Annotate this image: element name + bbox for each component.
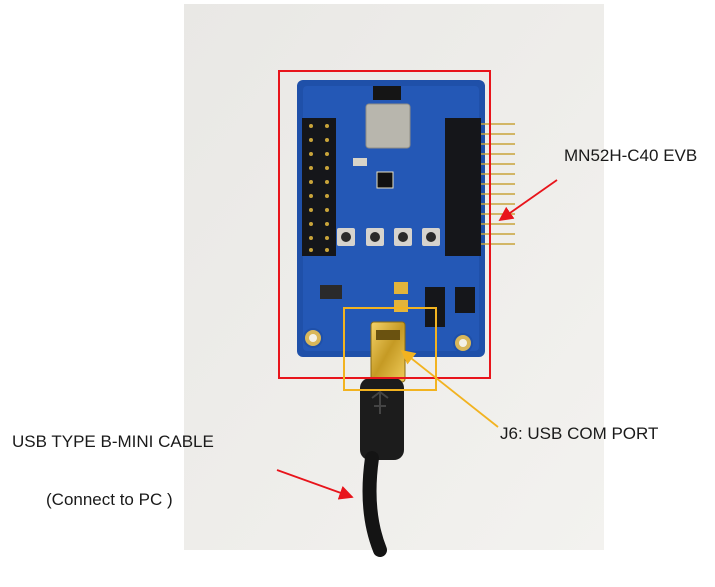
cable-sublabel: (Connect to PC ) xyxy=(46,490,173,509)
evb-board xyxy=(297,80,515,357)
usb-cable xyxy=(360,378,404,557)
evb-arrow xyxy=(498,179,558,222)
usb-port-arrow xyxy=(400,349,499,428)
left-pin-header xyxy=(302,118,336,256)
evb-label: MN52H-C40 EVB xyxy=(564,146,698,165)
usb-port-label: J6: USB COM PORT xyxy=(500,424,659,443)
tactile-buttons xyxy=(337,228,440,246)
right-pin-header xyxy=(445,118,515,256)
usb-mini-connector xyxy=(370,321,406,383)
rf-module xyxy=(365,103,411,149)
evb-highlight-box xyxy=(278,70,491,379)
cable-label: USB TYPE B-MINI CABLE xyxy=(12,432,214,451)
usb-port-highlight-box xyxy=(343,307,437,391)
cable-arrow xyxy=(276,469,354,500)
